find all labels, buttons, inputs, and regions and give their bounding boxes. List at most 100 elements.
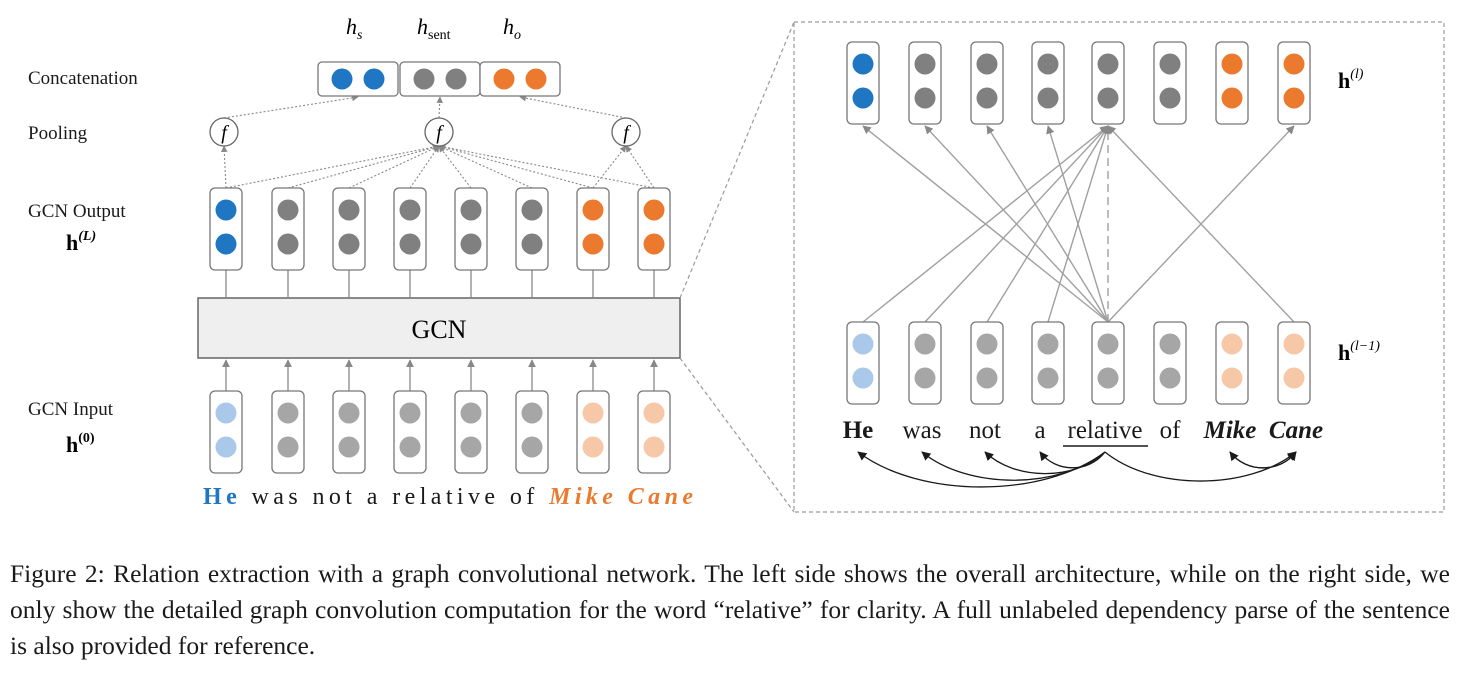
unit-dot xyxy=(399,402,421,424)
gcn-output-cell xyxy=(515,187,549,271)
unit-dot xyxy=(277,233,299,255)
graph-conv-edge xyxy=(1107,125,1295,323)
output-label-sentence: hsent xyxy=(417,14,451,43)
output-label-subject: hs xyxy=(346,14,363,43)
zoom-connector-top xyxy=(679,21,795,299)
dependency-arc xyxy=(1229,451,1297,469)
unit-dot xyxy=(1283,367,1305,389)
word-was: was xyxy=(241,484,298,510)
unit-dot xyxy=(914,87,936,109)
layer-l-cell xyxy=(1091,41,1125,125)
concat-vector xyxy=(317,61,399,97)
layer-l-cell xyxy=(1153,41,1187,125)
unit-dot xyxy=(521,199,543,221)
detail-panel-border xyxy=(793,21,1445,513)
layer-l-cell xyxy=(970,41,1004,125)
word-cane: Cane xyxy=(617,484,693,510)
zoom-connector-bottom xyxy=(679,357,795,513)
unit-dot xyxy=(521,233,543,255)
unit-dot xyxy=(493,68,515,90)
concatenation-label: Concatenation xyxy=(28,68,138,89)
unit-dot xyxy=(338,402,360,424)
left-sentence: He was not a relative of Mike Cane xyxy=(203,484,693,510)
concat-edge xyxy=(519,94,627,119)
concat-vector xyxy=(399,61,481,97)
gcn-output-cell xyxy=(393,187,427,271)
word-of: of xyxy=(499,484,534,510)
pooling-edge xyxy=(287,144,440,189)
unit-dot xyxy=(277,402,299,424)
unit-dot xyxy=(1037,53,1059,75)
gcn-input-cell xyxy=(454,390,488,474)
unit-dot xyxy=(1283,87,1305,109)
unit-dot xyxy=(976,87,998,109)
gcn-output-label: GCN Output xyxy=(28,201,126,222)
pooling-node xyxy=(424,117,454,147)
unit-dot xyxy=(338,436,360,458)
concat-vector xyxy=(479,61,561,97)
pooling-edge xyxy=(220,145,228,189)
unit-dot xyxy=(1159,367,1181,389)
dependency-arc xyxy=(984,451,1106,475)
unit-dot xyxy=(1097,87,1119,109)
concat-frame xyxy=(479,61,561,97)
unit-dot xyxy=(460,233,482,255)
detail-word-of: of xyxy=(1160,417,1182,444)
gcn-input-cell xyxy=(515,390,549,474)
unit-dot xyxy=(460,199,482,221)
word-mike: Mike xyxy=(539,484,614,510)
unit-dot xyxy=(582,233,604,255)
unit-dot xyxy=(1159,53,1181,75)
pooling-function-label: f xyxy=(436,122,444,144)
layer-l-cell xyxy=(846,41,880,125)
gcn-output-cell xyxy=(454,187,488,271)
unit-dot xyxy=(852,333,874,355)
unit-dot xyxy=(643,199,665,221)
layer-l-minus-1-cell xyxy=(1215,321,1249,405)
graph-conv-edge xyxy=(862,125,1109,323)
unit-dot xyxy=(852,53,874,75)
unit-dot xyxy=(643,233,665,255)
layer-l-minus-1-cell xyxy=(908,321,942,405)
unit-dot xyxy=(582,402,604,424)
unit-dot xyxy=(1221,367,1243,389)
detail-word-was: was xyxy=(903,417,942,444)
layer-l-cell xyxy=(1215,41,1249,125)
concat-edge xyxy=(436,96,444,119)
unit-dot xyxy=(914,53,936,75)
unit-dot xyxy=(338,233,360,255)
layer-l-cell xyxy=(1031,41,1065,125)
word-relative: relative xyxy=(382,484,495,510)
unit-dot xyxy=(1159,333,1181,355)
pooling-edge xyxy=(438,143,655,189)
pooling-edge xyxy=(438,145,533,189)
pooling-edge xyxy=(225,143,440,189)
unit-dot xyxy=(399,436,421,458)
pooling-node xyxy=(611,117,641,147)
unit-dot xyxy=(525,68,547,90)
gcn-input-cell xyxy=(637,390,671,474)
graph-conv-edge xyxy=(986,125,1109,323)
gcn-output-cell xyxy=(576,187,610,271)
unit-dot xyxy=(1221,333,1243,355)
concat-frame xyxy=(317,61,399,97)
unit-dot xyxy=(1221,87,1243,109)
unit-dot xyxy=(852,367,874,389)
unit-dot xyxy=(215,199,237,221)
unit-dot xyxy=(582,436,604,458)
layer-l-minus-1-cell xyxy=(1277,321,1311,405)
unit-dot xyxy=(914,367,936,389)
pooling-edge xyxy=(409,145,440,189)
unit-dot xyxy=(976,367,998,389)
layer-l-minus-1-cell xyxy=(1091,321,1125,405)
detail-word-he: He xyxy=(843,417,874,444)
pooling-edge xyxy=(625,145,655,189)
gcn-input-cell xyxy=(332,390,366,474)
layer-l-label: h(l) xyxy=(1338,67,1364,93)
gcn-output-math: h(L) xyxy=(66,229,96,255)
word-not: not xyxy=(302,484,352,510)
pooling-function-label: f xyxy=(623,122,631,144)
output-label-object: ho xyxy=(503,14,521,43)
word-a: a xyxy=(356,484,377,510)
layer-l-cell xyxy=(1277,41,1311,125)
